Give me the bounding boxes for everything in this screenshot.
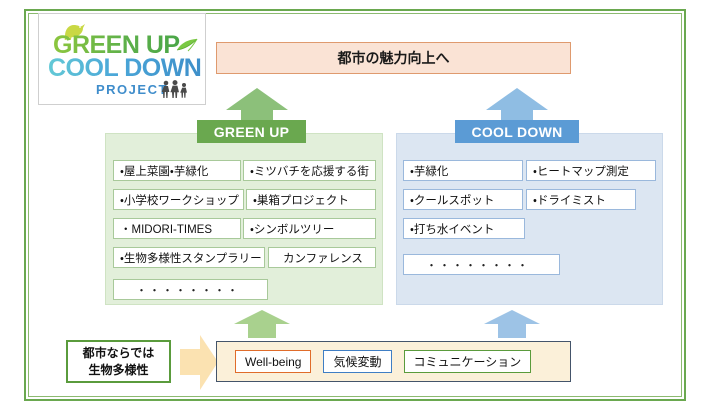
blue-item-3[interactable]: ・クールスポット: [403, 189, 523, 210]
green-item-6[interactable]: ・シンボルツリー: [243, 218, 376, 239]
green-item-2[interactable]: ・ミツバチを応援する街: [243, 160, 376, 181]
arrow-up-blue-light-icon: [484, 310, 540, 338]
blue-item-5[interactable]: ・打ち水イベント: [403, 218, 525, 239]
blue-item-4[interactable]: ・ドライミスト: [526, 189, 636, 210]
arrow-right-yellow-icon: [180, 335, 218, 390]
arrow-up-blue-icon: [486, 88, 548, 130]
banner-title: 都市の魅力向上へ: [216, 42, 571, 74]
blue-item-more[interactable]: ・・・・・・・・: [403, 254, 560, 275]
logo-line-project: PROJECT: [96, 82, 168, 97]
green-item-7[interactable]: ・生物多様性スタンプラリー: [113, 247, 265, 268]
arrow-up-green-light-icon: [234, 310, 290, 338]
concept-line-1: 都市ならでは: [82, 346, 155, 361]
concept-line-2: 生物多様性: [88, 362, 149, 377]
outer-frame-inner: [28, 13, 682, 397]
tag-climate-change[interactable]: 気候変動: [323, 350, 392, 373]
bird-icon: [61, 22, 87, 41]
green-item-1[interactable]: ・屋上菜園・芋緑化: [113, 160, 241, 181]
logo-line-green-up: GREEN UP: [53, 31, 180, 59]
people-icon: [161, 80, 189, 98]
logo-line-cool-down: COOL DOWN: [48, 54, 202, 82]
tag-communication[interactable]: コミュニケーション: [403, 350, 532, 373]
blue-item-1[interactable]: ・芋緑化: [403, 160, 523, 181]
green-item-4[interactable]: ・巣箱プロジェクト: [246, 189, 376, 210]
green-item-8[interactable]: カンファレンス: [268, 247, 376, 268]
arrow-up-green-icon: [226, 88, 288, 130]
green-item-more[interactable]: ・・・・・・・・: [113, 279, 268, 300]
outer-frame: [24, 9, 686, 401]
green-item-5[interactable]: ・MIDORI-TIMES: [113, 218, 241, 239]
concept-box: 都市ならでは 生物多様性: [66, 340, 171, 383]
project-logo: GREEN UP COOL DOWN PROJECT: [38, 13, 206, 105]
keyword-bar: Well-being 気候変動 コミュニケーション: [216, 341, 571, 382]
cool-down-header: COOL DOWN: [455, 120, 579, 143]
tag-well-being[interactable]: Well-being: [235, 350, 312, 373]
green-up-header: GREEN UP: [197, 120, 306, 143]
leaf-icon: [176, 38, 198, 52]
blue-item-2[interactable]: ・ヒートマップ測定: [526, 160, 656, 181]
green-item-3[interactable]: ・小学校ワークショップ: [113, 189, 244, 210]
